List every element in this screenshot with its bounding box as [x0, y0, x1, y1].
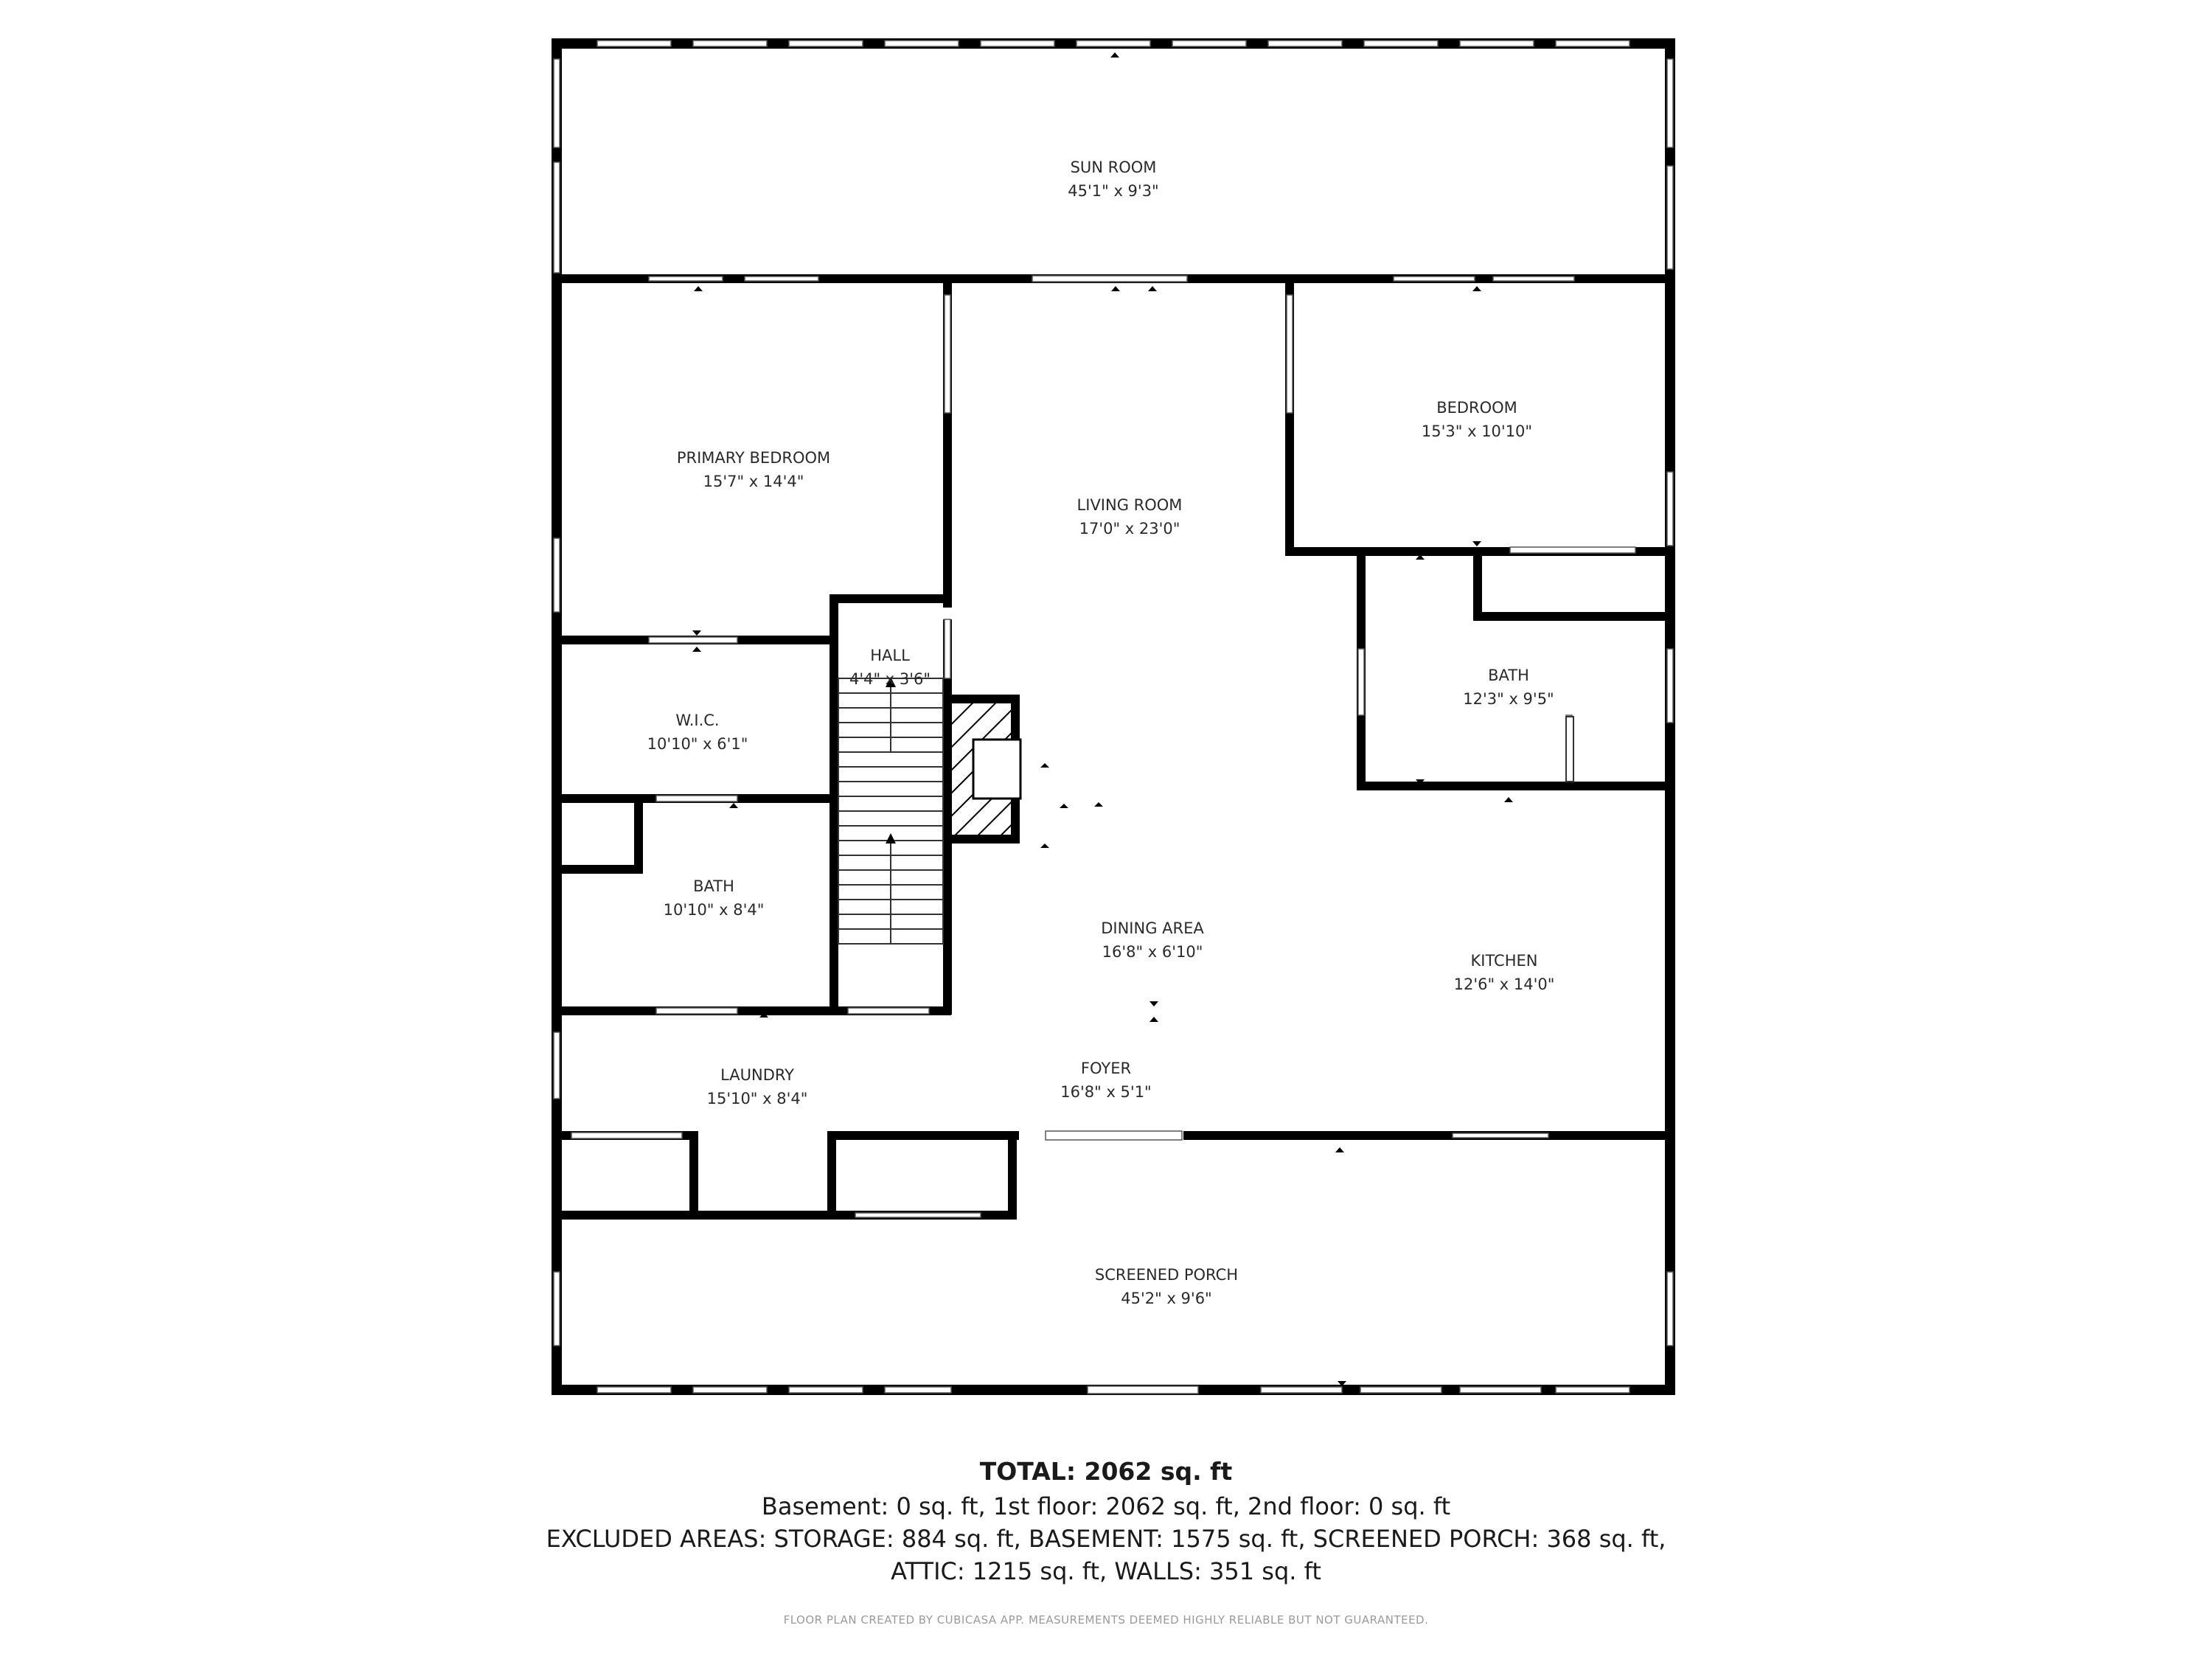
- hall-dims: 4'4" x 3'6": [849, 670, 931, 688]
- bedroom-dims: 15'3" x 10'10": [1422, 422, 1532, 440]
- wic-dims: 10'10" x 6'1": [647, 735, 748, 753]
- floor-plan: SUN ROOM 45'1" x 9'3" PRIMARY BEDROOM 15…: [552, 38, 1675, 1395]
- kitchen-dims: 12'6" x 14'0": [1454, 975, 1555, 993]
- total-area: TOTAL: 2062 sq. ft: [979, 1457, 1233, 1486]
- laundry-dims: 15'10" x 8'4": [707, 1090, 808, 1107]
- bath-right-dims: 12'3" x 9'5": [1463, 690, 1554, 708]
- excluded-areas-line-2: ATTIC: 1215 sq. ft, WALLS: 351 sq. ft: [891, 1557, 1321, 1585]
- foyer-dims: 16'8" x 5'1": [1060, 1083, 1151, 1101]
- primary-bedroom-name: PRIMARY BEDROOM: [677, 449, 830, 467]
- staircase: [838, 678, 944, 945]
- excluded-areas-line-1: EXCLUDED AREAS: STORAGE: 884 sq. ft, BAS…: [546, 1525, 1666, 1553]
- living-room-dims: 17'0" x 23'0": [1079, 520, 1180, 538]
- dining-area-dims: 16'8" x 6'10": [1102, 943, 1203, 961]
- living-room-name: LIVING ROOM: [1077, 496, 1183, 514]
- bath-fixture: [1565, 716, 1574, 782]
- screened-porch-dims: 45'2" x 9'6": [1121, 1290, 1211, 1307]
- credit-note: FLOOR PLAN CREATED BY CUBICASA APP. MEAS…: [783, 1613, 1429, 1627]
- bath-left-name: BATH: [693, 877, 734, 895]
- hall-name: HALL: [870, 647, 910, 664]
- room-labels: SUN ROOM 45'1" x 9'3" PRIMARY BEDROOM 15…: [647, 159, 1555, 1307]
- primary-bedroom-dims: 15'7" x 14'4": [703, 473, 804, 490]
- stair-arrows: [886, 677, 896, 844]
- dining-area-name: DINING AREA: [1101, 919, 1204, 937]
- floor-areas: Basement: 0 sq. ft, 1st floor: 2062 sq. …: [761, 1492, 1451, 1520]
- walls: [552, 38, 1675, 1395]
- kitchen-name: KITCHEN: [1471, 952, 1538, 970]
- door-markers: [692, 52, 1513, 1386]
- sun-room-dims: 45'1" x 9'3": [1068, 182, 1158, 200]
- foyer-name: FOYER: [1081, 1060, 1131, 1077]
- laundry-name: LAUNDRY: [720, 1066, 794, 1084]
- fireplace: [952, 703, 1022, 835]
- bedroom-name: BEDROOM: [1436, 399, 1517, 417]
- screened-porch-name: SCREENED PORCH: [1095, 1266, 1238, 1284]
- window-openings: [553, 40, 1674, 1394]
- sun-room-name: SUN ROOM: [1071, 159, 1157, 176]
- wic-name: W.I.C.: [675, 712, 719, 729]
- bath-right-name: BATH: [1488, 667, 1529, 684]
- bath-left-dims: 10'10" x 8'4": [664, 901, 765, 919]
